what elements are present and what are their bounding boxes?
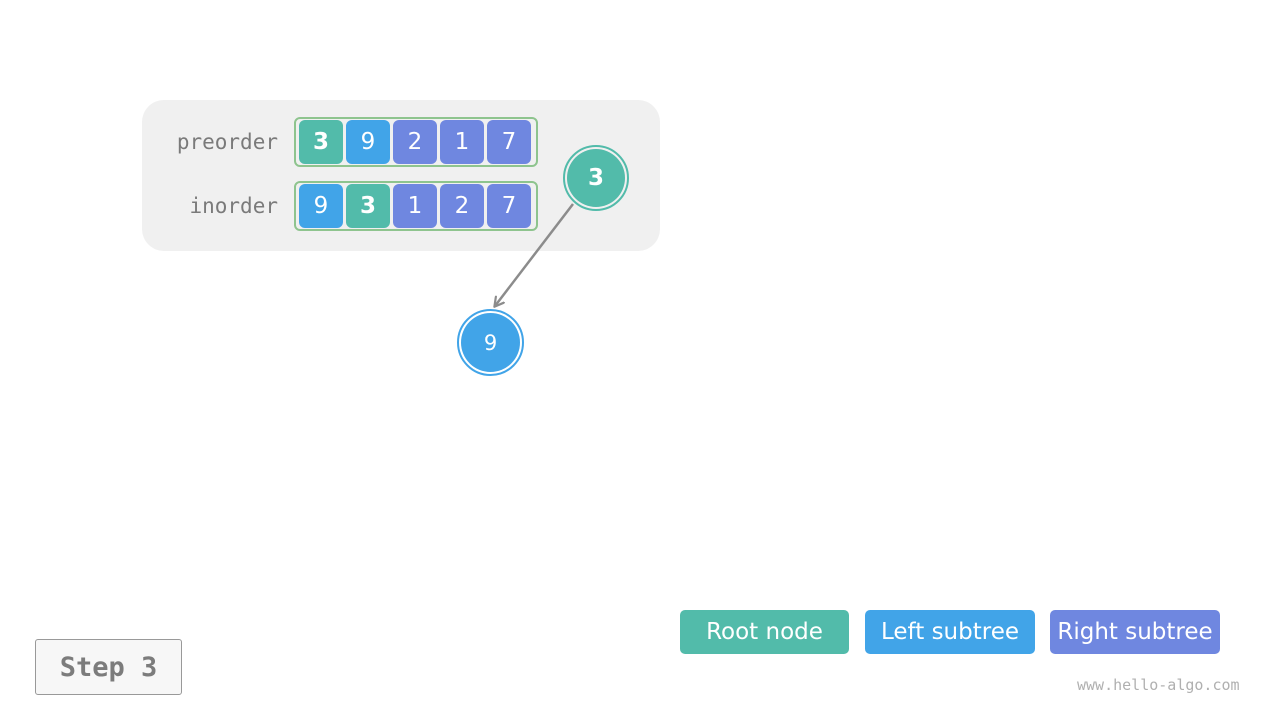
left-node: 9: [461, 313, 520, 372]
preorder-cell: 7: [487, 120, 531, 164]
root-node-ring: [563, 145, 629, 211]
step-indicator: Step 3: [35, 639, 182, 695]
preorder-cell: 3: [299, 120, 343, 164]
inorder-array: 9 3 1 2 7: [294, 181, 538, 231]
preorder-label: preorder: [176, 130, 278, 154]
watermark: www.hello-algo.com: [1077, 676, 1240, 694]
edge-root-to-left: [495, 203, 574, 306]
legend-right-subtree: Right subtree: [1050, 610, 1220, 654]
preorder-cell: 9: [346, 120, 390, 164]
legend-left-subtree: Left subtree: [865, 610, 1035, 654]
legend-root-node: Root node: [680, 610, 849, 654]
inorder-label: inorder: [189, 194, 278, 218]
preorder-cell: 2: [393, 120, 437, 164]
inorder-cell: 7: [487, 184, 531, 228]
inorder-cell: 9: [299, 184, 343, 228]
preorder-array: 3 9 2 1 7: [294, 117, 538, 167]
left-node-ring: [457, 309, 524, 376]
inorder-cell: 1: [393, 184, 437, 228]
preorder-cell: 1: [440, 120, 484, 164]
root-node: 3: [567, 149, 625, 207]
inorder-cell: 3: [346, 184, 390, 228]
inorder-cell: 2: [440, 184, 484, 228]
